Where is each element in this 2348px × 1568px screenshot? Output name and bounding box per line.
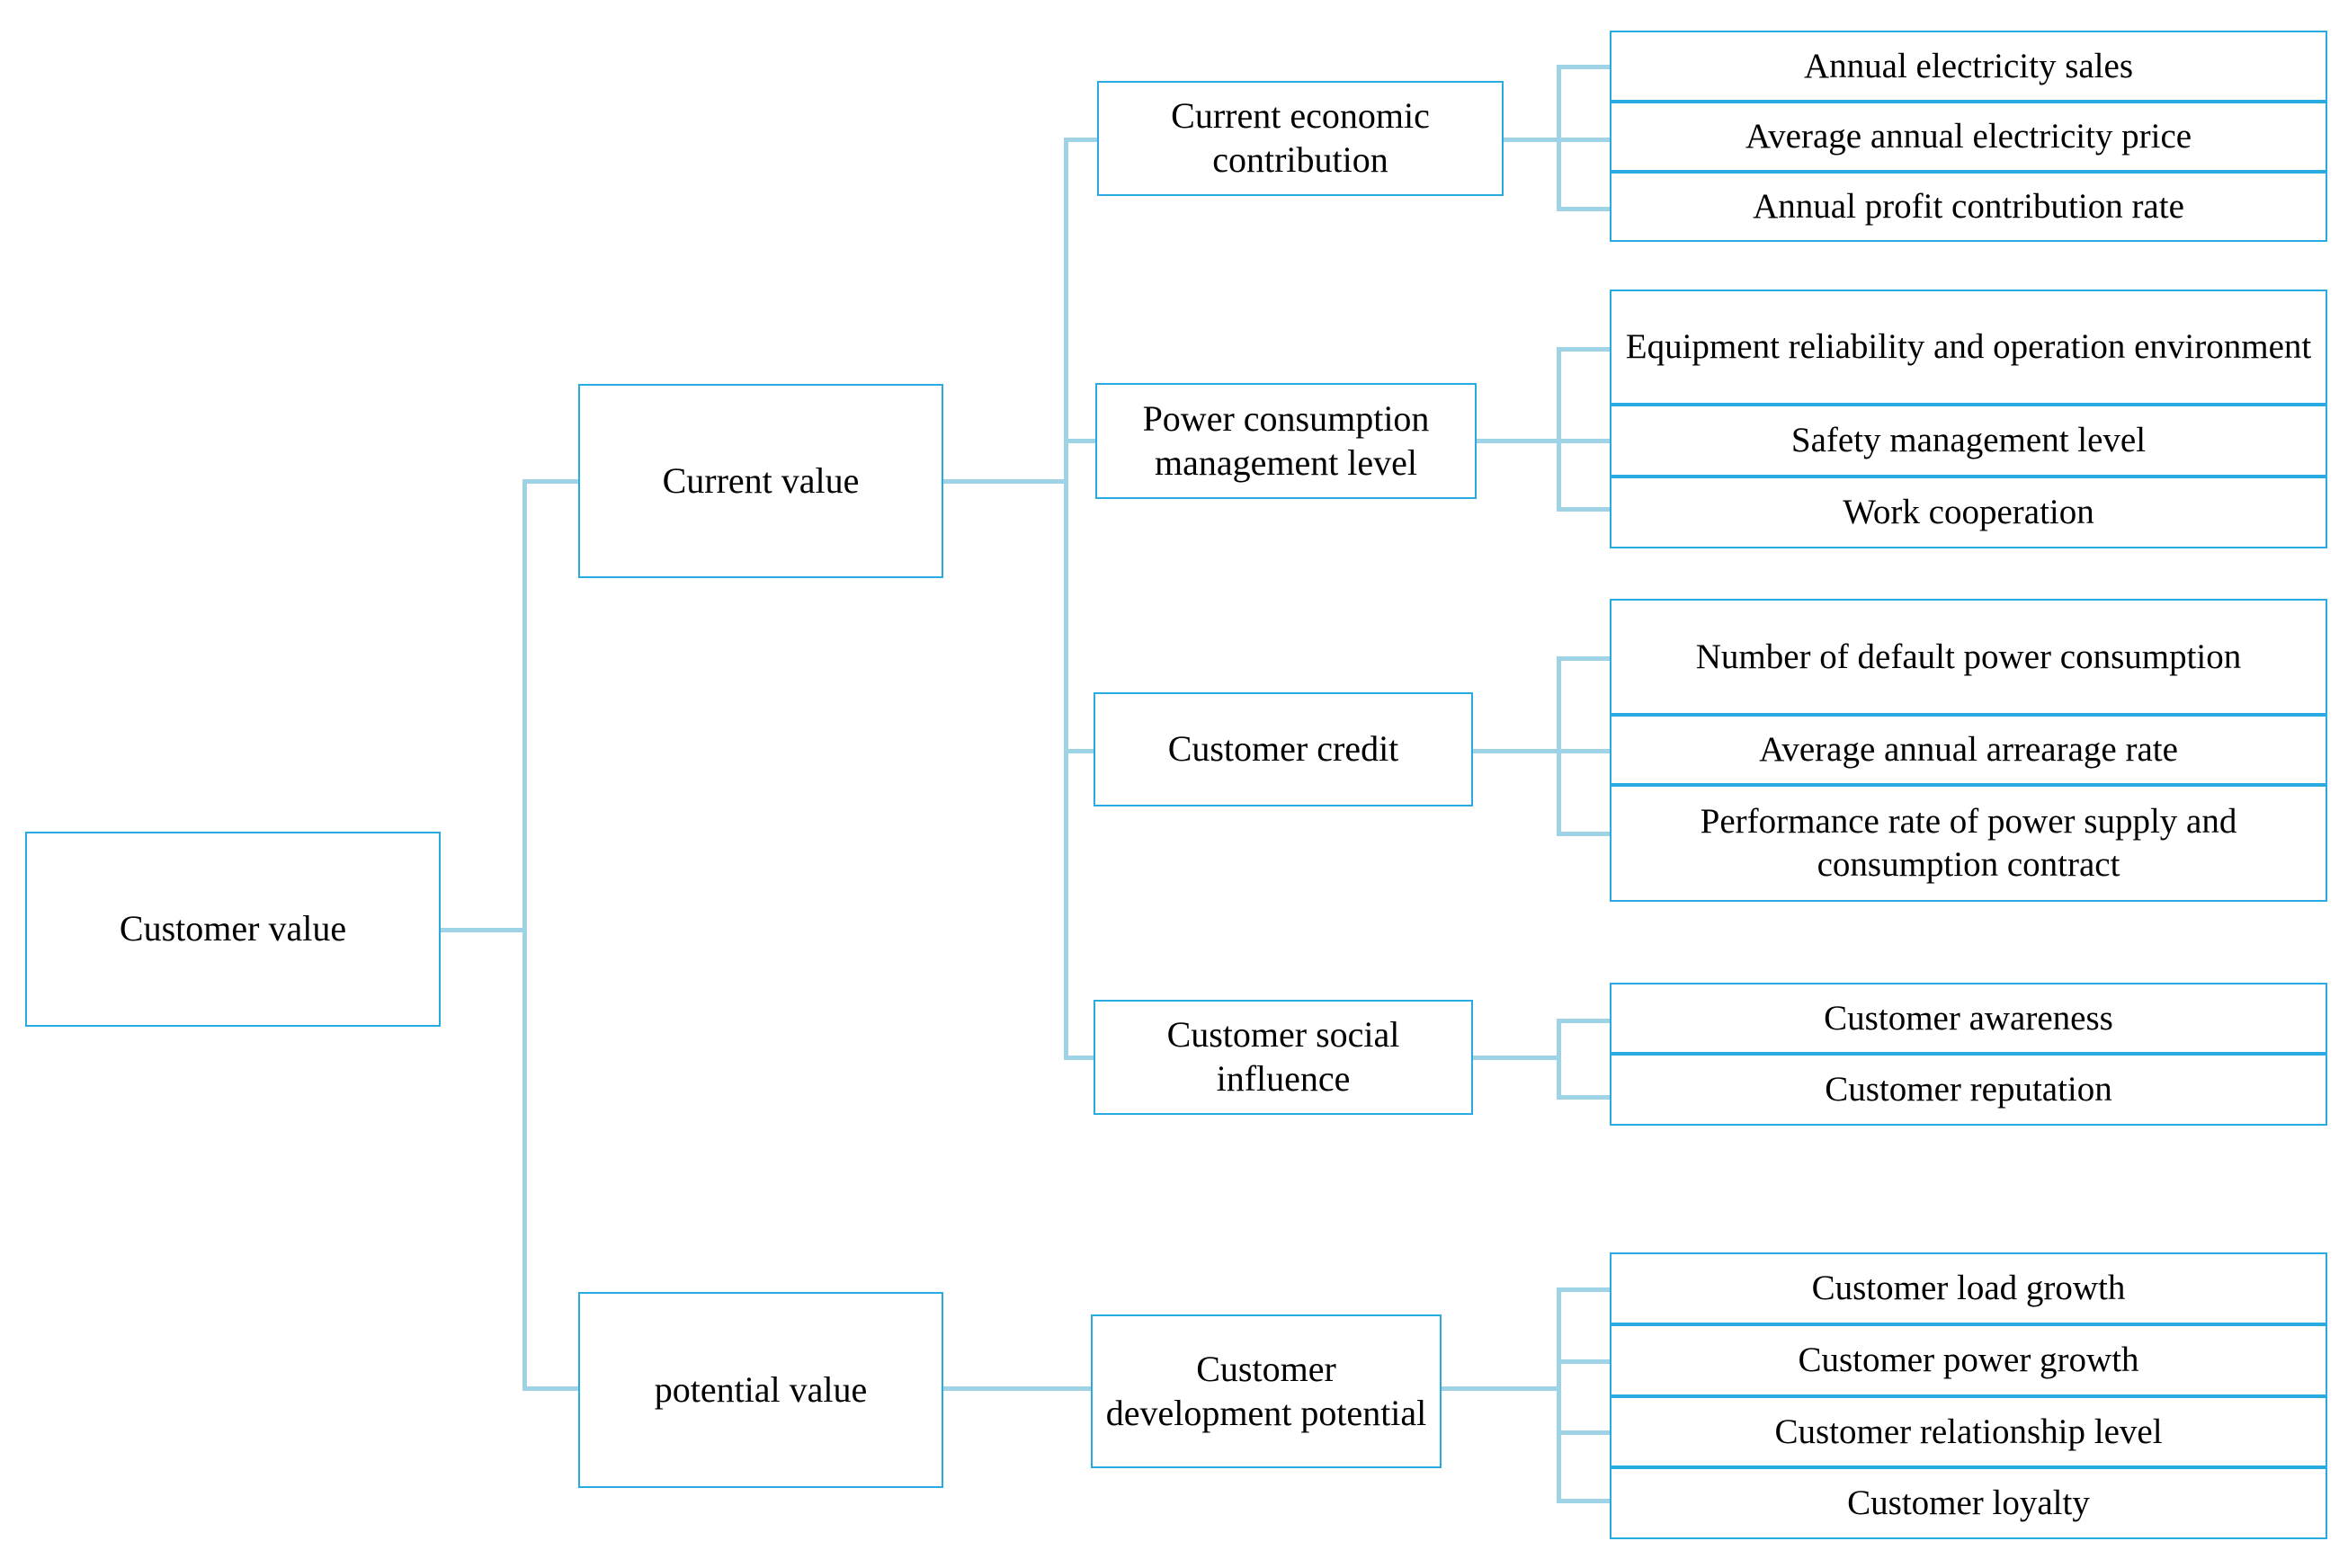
connector-main-trunk: [522, 479, 527, 1391]
node-customer-development-potential[interactable]: Customer development potential: [1091, 1314, 1442, 1468]
leaf-label: Customer power growth: [1798, 1341, 2139, 1380]
node-label: Power consumption management level: [1142, 397, 1430, 483]
connector-g5-bracket: [1557, 1287, 1561, 1503]
leaf-annual-electricity-sales[interactable]: Annual electricity sales: [1610, 31, 2327, 102]
connector-g1-stub-2: [1557, 138, 1612, 142]
connector-potential-value-to-customer-development-potential: [943, 1386, 1093, 1391]
connector-g3-stub-2: [1557, 749, 1612, 753]
connector-g1-in: [1504, 138, 1559, 142]
node-customer-credit[interactable]: Customer credit: [1094, 692, 1473, 806]
connector-root-to-trunk: [439, 928, 527, 932]
node-potential-value[interactable]: potential value: [578, 1292, 943, 1488]
connector-g4-bracket: [1557, 1019, 1561, 1100]
leaf-safety-management-level[interactable]: Safety management level: [1610, 405, 2327, 477]
leaf-customer-relationship-level[interactable]: Customer relationship level: [1610, 1396, 2327, 1467]
connector-trunk-to-potential-value: [522, 1386, 580, 1391]
connector-g3-stub-3: [1557, 832, 1612, 836]
connector-g4-stub-2: [1557, 1095, 1612, 1100]
connector-g4-in: [1472, 1056, 1559, 1060]
leaf-label: Equipment reliability and operation envi…: [1625, 327, 2312, 367]
leaf-average-annual-electricity-price[interactable]: Average annual electricity price: [1610, 102, 2327, 172]
node-label: potential value: [654, 1368, 868, 1410]
leaf-label: Customer awareness: [1824, 998, 2113, 1038]
connector-trunk-to-customer-social-influence: [1064, 1056, 1100, 1060]
connector-g5-stub-2: [1557, 1359, 1612, 1364]
leaf-customer-loyalty[interactable]: Customer loyalty: [1610, 1467, 2327, 1539]
leaf-label: Annual profit contribution rate: [1753, 187, 2184, 227]
node-power-consumption-management-level[interactable]: Power consumption management level: [1095, 383, 1477, 499]
node-label: Current value: [662, 459, 860, 501]
leaf-label: Customer load growth: [1811, 1269, 2126, 1308]
leaf-customer-power-growth[interactable]: Customer power growth: [1610, 1324, 2327, 1396]
connector-g3-stub-1: [1557, 656, 1612, 661]
connector-current-value-to-branch-trunk: [943, 479, 1068, 484]
connector-g3-in: [1472, 749, 1559, 753]
connector-g5-stub-1: [1557, 1287, 1612, 1292]
leaf-customer-reputation[interactable]: Customer reputation: [1610, 1054, 2327, 1126]
leaf-customer-load-growth[interactable]: Customer load growth: [1610, 1252, 2327, 1324]
leaf-label: Customer reputation: [1825, 1070, 2112, 1109]
connector-trunk-to-customer-credit: [1064, 749, 1100, 753]
node-customer-value[interactable]: Customer value: [25, 832, 441, 1027]
connector-g5-stub-3: [1557, 1430, 1612, 1435]
leaf-label: Annual electricity sales: [1803, 46, 2134, 85]
connector-g2-stub-1: [1557, 347, 1612, 352]
connector-trunk-to-current-economic-contribution: [1064, 138, 1100, 142]
connector-trunk-to-power-consumption-management-level: [1064, 439, 1100, 443]
leaf-label: Work cooperation: [1843, 493, 2094, 532]
connector-g1-stub-3: [1557, 207, 1612, 211]
node-current-value[interactable]: Current value: [578, 384, 943, 578]
leaf-label: Customer loyalty: [1847, 1483, 2090, 1523]
leaf-equipment-reliability-and-operation-environment[interactable]: Equipment reliability and operation envi…: [1610, 290, 2327, 405]
node-customer-social-influence[interactable]: Customer social influence: [1094, 1000, 1473, 1115]
connector-g5-in: [1442, 1386, 1559, 1391]
connector-g1-stub-1: [1557, 65, 1612, 69]
leaf-annual-profit-contribution-rate[interactable]: Annual profit contribution rate: [1610, 172, 2327, 242]
connector-g5-stub-4: [1557, 1499, 1612, 1503]
leaf-work-cooperation[interactable]: Work cooperation: [1610, 477, 2327, 548]
connector-g2-in: [1477, 439, 1559, 443]
leaf-label: Performance rate of power supply and con…: [1700, 802, 2237, 884]
connector-g2-bracket: [1557, 347, 1561, 512]
leaf-label: Customer relationship level: [1774, 1412, 2163, 1451]
node-label: Current economic contribution: [1171, 95, 1430, 180]
leaf-average-annual-arrearage-rate[interactable]: Average annual arrearage rate: [1610, 715, 2327, 785]
connector-g4-stub-1: [1557, 1019, 1612, 1023]
node-current-economic-contribution[interactable]: Current economic contribution: [1097, 81, 1504, 196]
connector-g3-bracket: [1557, 656, 1561, 836]
connector-trunk-to-current-value: [522, 479, 580, 484]
leaf-label: Average annual electricity price: [1745, 117, 2192, 156]
node-label: Customer value: [119, 908, 347, 949]
node-label: Customer development potential: [1105, 1348, 1427, 1433]
connector-g2-stub-2: [1557, 439, 1612, 443]
leaf-customer-awareness[interactable]: Customer awareness: [1610, 983, 2327, 1054]
connector-g2-stub-3: [1557, 507, 1612, 512]
connector-level3-trunk: [1064, 138, 1068, 1060]
node-label: Customer social influence: [1166, 1014, 1400, 1099]
leaf-label: Safety management level: [1790, 421, 2147, 460]
leaf-number-of-default-power-consumption[interactable]: Number of default power consumption: [1610, 599, 2327, 715]
leaf-label: Average annual arrearage rate: [1759, 730, 2178, 770]
node-label: Customer credit: [1167, 728, 1399, 770]
leaf-performance-rate-of-power-supply-and-consumption-contract[interactable]: Performance rate of power supply and con…: [1610, 785, 2327, 902]
leaf-label: Number of default power consumption: [1695, 637, 2242, 676]
